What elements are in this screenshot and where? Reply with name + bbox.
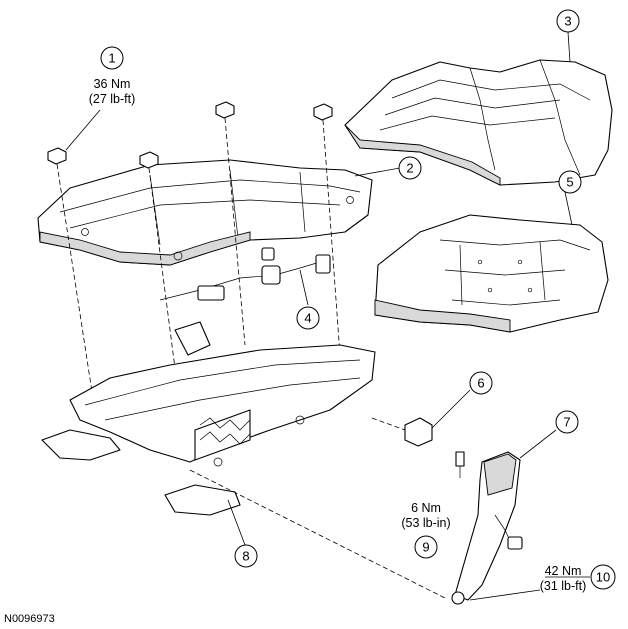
seat-belt-buckle	[451, 451, 523, 605]
svg-text:(53 lb-in): (53 lb-in)	[401, 516, 450, 530]
svg-text:3: 3	[564, 14, 571, 29]
svg-text:(27 lb-ft): (27 lb-ft)	[89, 92, 136, 106]
svg-text:9: 9	[422, 540, 429, 555]
wiring-harness	[159, 247, 331, 301]
svg-text:4: 4	[304, 311, 311, 326]
seat-cushion-cover	[344, 59, 613, 186]
callout-1: 1	[100, 46, 124, 70]
torque-spec-10: 42 Nm (31 lb-ft)	[540, 564, 587, 593]
callout-8: 8	[234, 544, 258, 568]
callout-3: 3	[556, 9, 580, 33]
seat-track-assembly	[41, 321, 446, 599]
figure-id: N0096973	[4, 613, 55, 625]
seat-sensor	[371, 417, 433, 447]
bolt	[455, 451, 465, 478]
svg-text:1: 1	[108, 51, 115, 66]
svg-text:7: 7	[563, 415, 570, 430]
svg-text:6: 6	[477, 376, 484, 391]
leader-lines	[227, 31, 590, 601]
callout-9: 9	[414, 535, 438, 559]
seat-cushion-frame	[37, 159, 373, 266]
callout-2: 2	[398, 156, 422, 180]
svg-text:2: 2	[406, 161, 413, 176]
torque-spec-9: 6 Nm (53 lb-in)	[401, 501, 450, 530]
svg-text:6 Nm: 6 Nm	[411, 501, 441, 515]
callout-10: 10	[590, 564, 616, 590]
retaining-nuts	[47, 101, 341, 431]
svg-text:10: 10	[596, 570, 610, 585]
svg-text:36 Nm: 36 Nm	[94, 77, 131, 91]
svg-text:5: 5	[566, 175, 573, 190]
svg-text:42 Nm: 42 Nm	[545, 564, 582, 578]
torque-spec-1: 36 Nm (27 lb-ft)	[89, 77, 136, 106]
callout-4: 4	[296, 306, 320, 330]
callout-7: 7	[555, 410, 579, 434]
svg-text:(31 lb-ft): (31 lb-ft)	[540, 579, 587, 593]
svg-text:8: 8	[242, 549, 249, 564]
callout-6: 6	[469, 371, 493, 395]
seat-cushion-pad	[374, 214, 609, 333]
callout-5: 5	[558, 170, 582, 194]
